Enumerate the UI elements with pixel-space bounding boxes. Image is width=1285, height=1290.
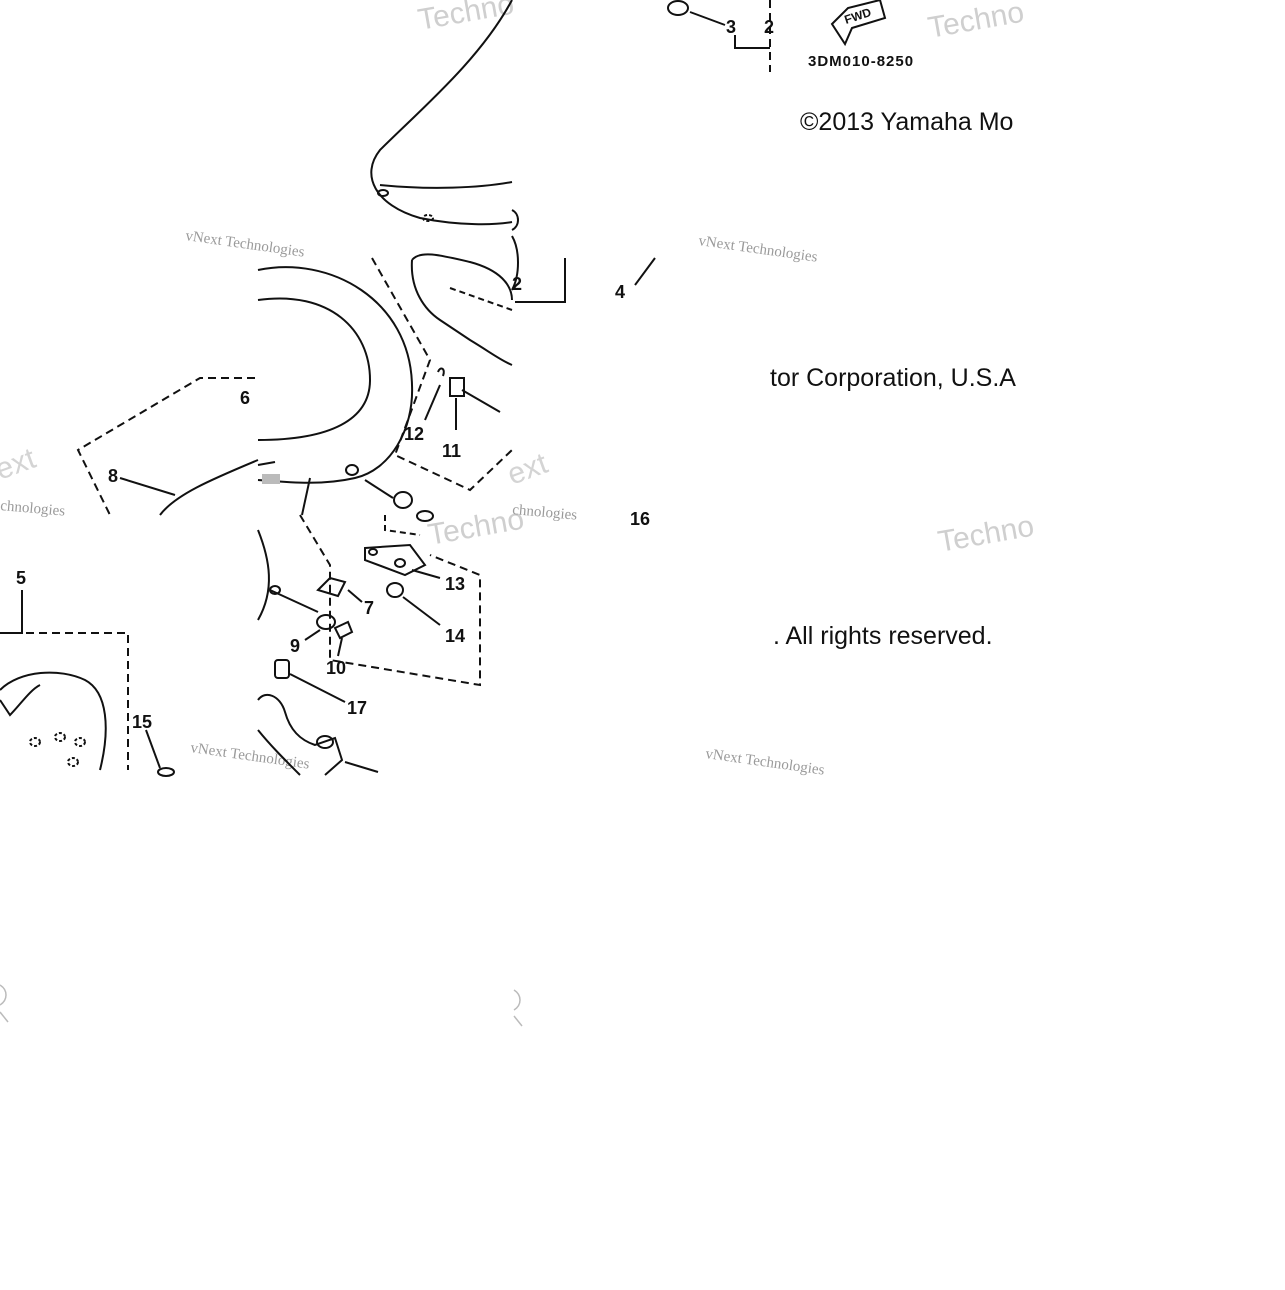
leader-line-14 xyxy=(402,596,441,626)
watermark-text: chnologies xyxy=(0,498,66,520)
leader-line-12 xyxy=(424,384,441,421)
frame-edge xyxy=(257,529,270,621)
leader-line-13 xyxy=(411,569,441,579)
callout-label: 13 xyxy=(445,574,465,594)
callout-label: 8 xyxy=(108,466,118,486)
mounting-hole xyxy=(422,214,434,222)
leader-line-17 xyxy=(289,673,346,703)
mounting-hole xyxy=(54,732,66,742)
copyright-fragment: tor Corporation, U.S.A xyxy=(770,364,1016,392)
callout-label: 14 xyxy=(445,626,465,646)
mounting-hole xyxy=(29,737,41,747)
callout-label: 6 xyxy=(240,388,250,408)
bolt-head xyxy=(393,491,413,509)
fender-piece xyxy=(411,253,513,301)
callout-label: 15 xyxy=(132,712,152,732)
part-15-head xyxy=(157,767,175,777)
seat-piece-inner xyxy=(0,684,41,717)
dashed-guide xyxy=(384,515,421,536)
watermark-text: ext xyxy=(503,447,553,492)
nut-part-14 xyxy=(386,582,404,598)
copyright-fragment: ©2013 Yamaha Mo xyxy=(800,108,1013,136)
leader-line-2 xyxy=(515,258,566,303)
callout-label: 5 xyxy=(16,568,26,588)
leader-line-16 xyxy=(344,761,379,773)
callout-label: 4 xyxy=(615,282,625,302)
fender-piece-lower xyxy=(410,259,513,366)
mounting-hole xyxy=(67,757,79,767)
seat-edge xyxy=(257,461,276,466)
part-edge xyxy=(511,235,519,291)
screw-part-10 xyxy=(333,620,354,640)
leader-line-15 xyxy=(145,729,161,769)
dashed-group-box xyxy=(76,377,255,516)
fastener-part-17 xyxy=(274,659,290,679)
callout-label: 9 xyxy=(290,636,300,656)
middle-strip xyxy=(76,253,513,522)
callout-label: 10 xyxy=(326,658,346,678)
watermark-text: chnologies xyxy=(512,502,578,524)
leader-line-3 xyxy=(689,11,726,26)
washer-part-9 xyxy=(316,614,336,630)
clip-leader xyxy=(461,389,501,413)
leader-line-8 xyxy=(119,477,176,496)
fender-outline xyxy=(370,0,513,226)
pin-part-12 xyxy=(437,367,445,377)
seat-edge xyxy=(159,459,259,516)
watermark-text: Techno xyxy=(425,503,526,552)
callout-label: 17 xyxy=(347,698,367,718)
lower-bracket xyxy=(257,693,344,776)
leader-line-9 xyxy=(304,629,321,641)
seat-piece-outline xyxy=(0,671,107,771)
top-strip: FWD xyxy=(370,0,887,303)
bracket-tip xyxy=(511,209,519,231)
leader-line-7 xyxy=(347,589,363,603)
bolt-shaft xyxy=(364,479,394,499)
rear-fender-outline xyxy=(257,266,414,484)
dashed-guide xyxy=(449,287,513,311)
bracket-line xyxy=(734,35,770,49)
mounting-hole xyxy=(377,189,389,197)
rear-fender-inner xyxy=(257,297,372,441)
copyright-fragment: . All rights reserved. xyxy=(773,622,993,650)
watermark-text: Techno xyxy=(925,0,1026,45)
watermark-text: Techno xyxy=(935,510,1036,559)
mounting-hole xyxy=(345,464,359,476)
leader-line-10 xyxy=(337,637,343,657)
guide-line xyxy=(269,589,319,613)
dashed-group-box xyxy=(0,632,129,770)
fwd-arrow-icon: FWD xyxy=(830,0,887,47)
bracket-hole xyxy=(394,558,406,568)
callout-label: 2 xyxy=(512,274,522,294)
lower-strip xyxy=(0,514,481,777)
fender-edge xyxy=(301,477,311,516)
callout-label: 7 xyxy=(364,598,374,618)
nut-part-3 xyxy=(667,0,689,16)
leader-line-4 xyxy=(634,257,656,286)
watermark-text: vNext Technologies xyxy=(697,233,818,266)
bracket-hole xyxy=(368,548,378,556)
callout-label: 2 xyxy=(764,17,774,37)
watermark-text: ext xyxy=(0,442,41,487)
callout-label: 3 xyxy=(726,17,736,37)
leader-line-5 xyxy=(0,590,23,634)
mounting-hole xyxy=(74,737,86,747)
watermark-text: vNext Technologies xyxy=(704,746,825,779)
clip-part-7 xyxy=(316,576,347,598)
lower-bracket-edge xyxy=(257,729,301,776)
dashed-group-box xyxy=(371,257,513,492)
clip-part-11 xyxy=(449,377,465,397)
texture-patch xyxy=(262,474,280,484)
part-code-label: 3DM010-8250 xyxy=(808,53,914,70)
watermark-text: vNext Technologies xyxy=(184,228,305,261)
knob-part-16 xyxy=(416,510,434,522)
bracket-knob xyxy=(316,735,334,749)
callout-label: 12 xyxy=(404,424,424,444)
fender-inner-line xyxy=(379,181,513,189)
callout-label: 16 xyxy=(630,509,650,529)
callout-label: 11 xyxy=(442,441,461,461)
faint-fragments xyxy=(0,984,523,1027)
